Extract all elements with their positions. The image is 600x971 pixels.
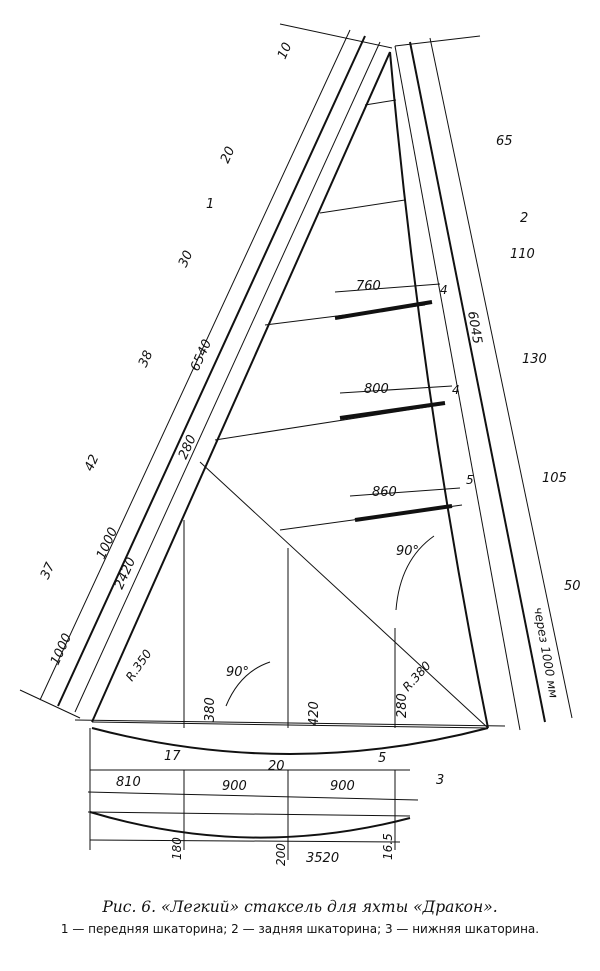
foot-depth-200: 200: [274, 843, 288, 866]
leech-width-105: 105: [542, 471, 567, 486]
leech-width-50: 50: [564, 579, 581, 594]
label-layer: 1 2 3 4 4 5 10 20 30 38 42 37 6540 1000 …: [38, 40, 581, 866]
luff-width-30: 30: [176, 248, 196, 269]
luff-width-42: 42: [82, 452, 102, 473]
foot-panel: [87, 728, 419, 860]
caption-note: 1 — передняя шкаторина; 2 — задняя шкато…: [60, 922, 540, 936]
label-foot-number: 3: [436, 773, 444, 788]
leech-note: через 1000 мм: [531, 606, 561, 699]
sail-drawing: 1 2 3 4 4 5 10 20 30 38 42 37 6540 1000 …: [19, 23, 581, 866]
leech-width-110: 110: [510, 247, 535, 262]
label-batten-4b: 4: [452, 383, 460, 397]
leech-length: 6045: [464, 310, 485, 345]
angle-arc-foot: [225, 661, 271, 707]
foot-20: 20: [268, 759, 285, 774]
foot-810: 810: [116, 775, 141, 790]
luff-2420: 2420: [112, 555, 139, 591]
luff-width-38: 38: [136, 348, 156, 369]
luff-width-20: 20: [218, 144, 238, 165]
radius-tack: R.350: [123, 647, 155, 684]
foot-17: 17: [164, 749, 181, 764]
luff-1000-upper: 1000: [94, 525, 121, 561]
luff-panel: [19, 23, 393, 719]
batten-760: 760: [356, 279, 381, 294]
radius-clew: R.380: [400, 658, 434, 694]
foot-900-right: 900: [330, 779, 355, 794]
batten-800: 800: [364, 382, 389, 397]
luff-1000-lower: 1000: [48, 631, 75, 667]
label-luff-number: 1: [206, 197, 214, 212]
label-batten-4a: 4: [440, 283, 448, 297]
foot-round-420: 420: [307, 701, 322, 726]
label-batten-5: 5: [466, 473, 474, 487]
luff-width-10: 10: [275, 40, 295, 61]
angle-leech: 90°: [396, 544, 419, 559]
luff-length: 6540: [188, 337, 215, 373]
leech-panel: [394, 35, 573, 731]
foot-total-3520: 3520: [306, 851, 339, 866]
angle-foot: 90°: [226, 665, 249, 680]
angle-arc-leech: [395, 535, 435, 611]
figure-caption: Рис. 6. «Легкий» стаксель для яхты «Драк…: [0, 898, 600, 937]
luff-width-37: 37: [38, 560, 59, 582]
caption-title: Рис. 6. «Легкий» стаксель для яхты «Драк…: [102, 898, 498, 916]
batten-860: 860: [372, 485, 397, 500]
foot-round-280: 280: [395, 693, 410, 718]
leech-width-65: 65: [496, 134, 513, 149]
luff-280: 280: [176, 433, 200, 462]
sail-outline: [91, 51, 489, 755]
battens: [334, 283, 461, 522]
foot-depth-180: 180: [170, 837, 184, 860]
foot-depth-165: 16.5: [381, 833, 395, 860]
leech-width-130: 130: [522, 352, 547, 367]
foot-round-380: 380: [203, 697, 218, 722]
foot-900-left: 900: [222, 779, 247, 794]
label-leech-number: 2: [520, 211, 528, 226]
foot-5: 5: [378, 751, 386, 766]
